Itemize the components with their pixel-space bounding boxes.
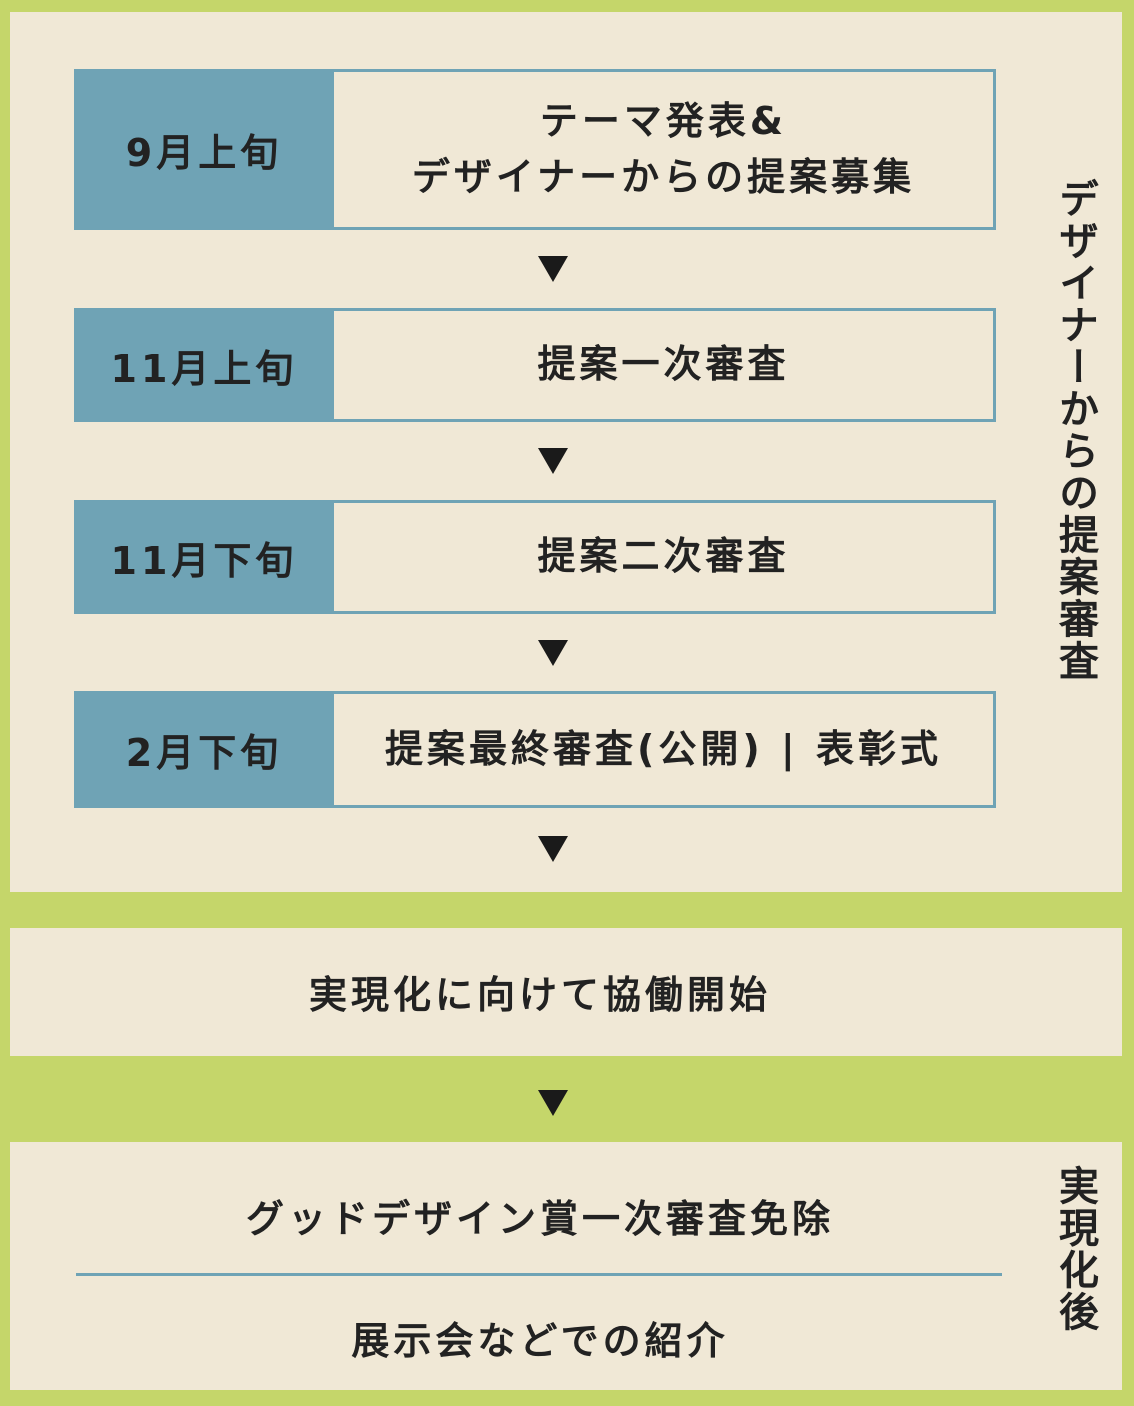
step-line: テーマ発表& xyxy=(539,99,788,144)
step-1: 9月上旬 テーマ発表& デザイナーからの提案募集 xyxy=(74,69,996,230)
after-item: 展示会などでの紹介 xyxy=(351,1319,729,1363)
down-arrow-icon xyxy=(538,640,568,666)
step-line: 提案一次審査 xyxy=(537,342,790,387)
step-date: 2月下旬 xyxy=(74,691,334,808)
proposal-phase-label: デザイナーからの提案審査 xyxy=(1052,178,1098,682)
divider xyxy=(76,1273,1002,1276)
step-date: 9月上旬 xyxy=(74,69,334,230)
after-item: グッドデザイン賞一次審査免除 xyxy=(245,1197,834,1241)
step-4: 2月下旬 提案最終審査(公開) | 表彰式 xyxy=(74,691,996,808)
collaboration-panel xyxy=(10,928,1122,1056)
down-arrow-icon xyxy=(538,1090,568,1116)
down-arrow-icon xyxy=(538,256,568,282)
after-panel xyxy=(10,1142,1122,1390)
step-3: 11月下旬 提案二次審査 xyxy=(74,500,996,614)
down-arrow-icon xyxy=(538,448,568,474)
after-label: 実現化後 xyxy=(1052,1165,1098,1333)
down-arrow-icon xyxy=(538,836,568,862)
step-2: 11月上旬 提案一次審査 xyxy=(74,308,996,422)
step-line: デザイナーからの提案募集 xyxy=(411,154,916,199)
step-description: 提案一次審査 xyxy=(334,308,996,422)
step-line: 提案二次審査 xyxy=(537,534,790,579)
step-date: 11月下旬 xyxy=(74,500,334,614)
step-description: 提案最終審査(公開) | 表彰式 xyxy=(334,691,996,808)
step-date: 11月上旬 xyxy=(74,308,334,422)
step-description: 提案二次審査 xyxy=(334,500,996,614)
collaboration-label: 実現化に向けて協働開始 xyxy=(308,973,771,1017)
step-description: テーマ発表& デザイナーからの提案募集 xyxy=(334,69,996,230)
step-line: 提案最終審査(公開) | 表彰式 xyxy=(384,726,943,771)
